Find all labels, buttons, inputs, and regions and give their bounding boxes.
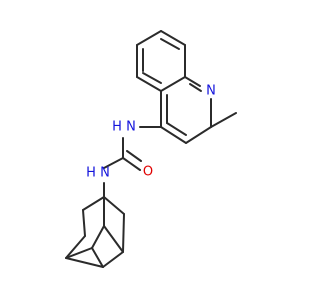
- carbonyl-oxygen-label: O: [143, 165, 153, 180]
- bond: [103, 157, 124, 169]
- bond: [103, 225, 124, 253]
- bond: [65, 257, 104, 268]
- bond-double: [126, 150, 142, 162]
- methyl-bond: [210, 112, 237, 128]
- bond: [65, 247, 93, 259]
- bond-double: [142, 72, 162, 84]
- urea-linker: [103, 126, 162, 198]
- lower-amide-nitrogen-label: H N: [86, 166, 110, 181]
- bond: [160, 76, 186, 92]
- upper-amide-nitrogen-label: H N: [112, 120, 136, 135]
- bond: [136, 76, 162, 92]
- bond: [122, 157, 141, 171]
- bond-double: [160, 38, 180, 50]
- bond: [184, 76, 201, 87]
- quinoline-nitrogen-label: N: [206, 84, 216, 99]
- bond: [136, 30, 162, 46]
- bond: [160, 126, 187, 144]
- bond-double: [189, 83, 202, 92]
- bond: [103, 196, 125, 215]
- bond-double: [166, 122, 187, 136]
- quinoline-benzo-ring: [136, 30, 186, 92]
- bond: [185, 126, 212, 144]
- molecule-structure: N H N O H N: [65, 30, 237, 268]
- quinoline-pyridine-ring: [160, 76, 212, 144]
- bond: [65, 235, 86, 259]
- bond: [102, 251, 124, 268]
- bond: [160, 30, 186, 46]
- bond: [82, 196, 105, 211]
- adamantane-cage: [65, 196, 125, 268]
- bond: [91, 247, 104, 268]
- bond: [82, 209, 86, 237]
- bond: [91, 225, 105, 249]
- bond: [122, 213, 125, 253]
